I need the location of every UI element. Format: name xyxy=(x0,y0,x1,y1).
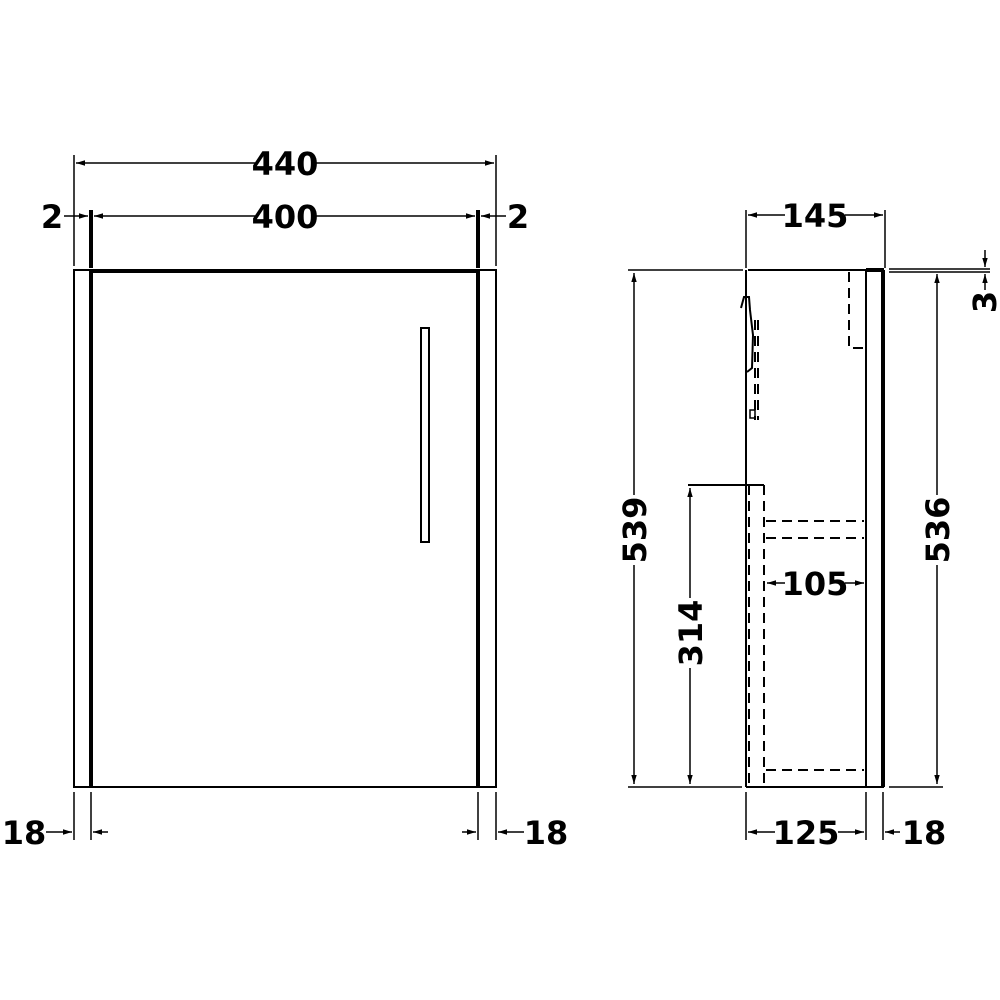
dim-body-depth: 125 xyxy=(773,814,840,852)
dim-door-width: 400 xyxy=(252,198,319,236)
dim-overall-width: 440 xyxy=(252,145,319,183)
dim-door-thickness: 18 xyxy=(902,814,947,852)
front-view: 440 400 2 2 18 18 xyxy=(2,145,569,852)
door-handle xyxy=(420,327,430,543)
dim-side-panel-left: 18 xyxy=(2,814,47,852)
dim-gap-right: 2 xyxy=(507,198,529,236)
dim-bracket-height: 314 xyxy=(672,600,710,667)
dim-top-offset: 3 xyxy=(966,291,1000,313)
cabinet-outline xyxy=(73,269,497,788)
dim-overall-depth: 145 xyxy=(782,197,849,235)
dim-gap-left: 2 xyxy=(41,198,63,236)
dim-overall-height: 539 xyxy=(616,497,654,564)
dim-internal-depth: 105 xyxy=(782,565,849,603)
wall-bracket xyxy=(740,296,759,420)
dim-carcass-height: 536 xyxy=(919,497,957,564)
side-view: 145 3 539 314 536 105 125 18 xyxy=(616,197,1000,852)
dim-side-panel-right: 18 xyxy=(524,814,569,852)
